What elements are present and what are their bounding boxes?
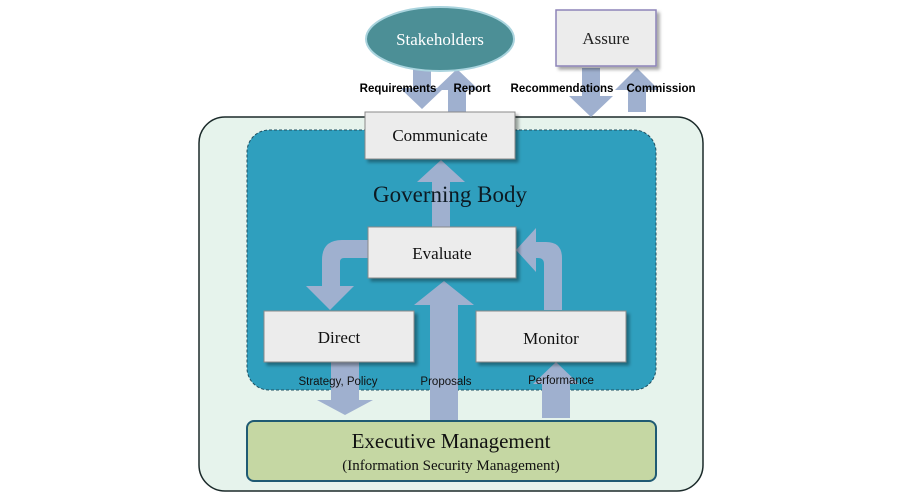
evaluate-node [367,226,517,279]
strategy-policy-arrow [317,362,373,415]
monitor-node [475,310,627,363]
monitor-to-evaluate-arrow [516,228,562,310]
requirements-label: Requirements [360,83,437,95]
stakeholders-node [365,6,515,72]
communicate-node [364,111,516,160]
report-arrow [435,69,479,112]
recommendations-label: Recommendations [511,83,614,95]
recommendations-arrow [569,68,613,117]
evaluate-to-communicate-arrow [417,160,465,228]
monitor-label: Monitor [523,329,579,348]
evaluate-label: Evaluate [412,244,471,263]
direct-node [263,310,415,363]
evaluate-to-direct-arrow [306,240,368,310]
stakeholders-label: Stakeholders [396,30,484,49]
proposals-arrow [414,281,474,420]
executive-management-node [246,420,657,482]
governing-body-title: Governing Body [373,182,527,207]
performance-label: Performance [528,375,594,387]
executive-management-subtitle: (Information Security Management) [342,458,559,474]
assure-node [555,9,657,67]
performance-arrow [533,362,579,418]
report-label: Report [453,83,490,95]
strategy-policy-label: Strategy, Policy [298,376,377,388]
commission-label: Commission [626,83,695,95]
proposals-label: Proposals [420,376,471,388]
requirements-arrow [400,67,444,109]
commission-arrow [615,68,659,112]
assure-label: Assure [582,29,629,48]
direct-label: Direct [318,328,361,347]
executive-management-title: Executive Management [352,429,551,453]
communicate-label: Communicate [392,126,487,145]
